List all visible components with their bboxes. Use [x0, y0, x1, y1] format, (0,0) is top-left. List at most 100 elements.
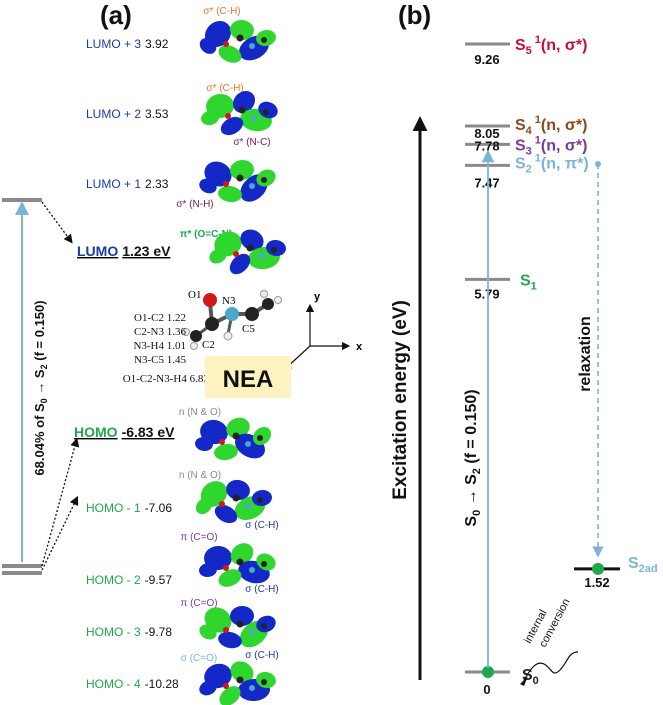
state-label-s1: S1 [520, 272, 537, 292]
orbital-atom [223, 181, 229, 187]
atom-h [190, 342, 198, 350]
orbital-lobe [209, 248, 227, 264]
orbital-lobe [230, 605, 254, 627]
orbital-atom [223, 41, 229, 47]
ground-state-marker [482, 666, 494, 678]
atom-label-n3: N3 [222, 295, 236, 307]
atom-h [260, 290, 268, 298]
orbital-atom [223, 565, 229, 571]
char-lumo2: σ* (C-H) [206, 83, 243, 94]
absorption-label: S0 → S2 (f = 0.150) [463, 389, 483, 526]
geometry-c2-n3: C2-N3 1.36 [134, 326, 186, 338]
molecule-name-box [205, 356, 291, 398]
orbital-atom [219, 501, 225, 507]
char-homo4-a: σ (C=O) [181, 653, 217, 664]
orbital-lobe [230, 19, 254, 41]
orbital-lobe [220, 116, 244, 136]
orbital-lobe [199, 624, 217, 640]
energy-value-s1: 5.79 [474, 286, 499, 301]
relaxation-start-dot [595, 161, 601, 167]
orbital-atom [249, 43, 255, 49]
internal-conversion-arrowhead [520, 676, 528, 686]
atom-label-o1: O1 [188, 289, 201, 301]
orbital-atom [261, 37, 267, 43]
geometry-dihedral: O1-C2-N3-H4 6.83 ° [123, 373, 216, 385]
char-homo3-a: π (C=O) [180, 598, 217, 609]
orbital-character-labels: σ* (C-H) σ* (C-H) σ* (N-C) σ* (N-H) π* (… [176, 6, 278, 664]
orbital-label-homo: HOMO-6.83 eV [74, 424, 175, 440]
energy-value-s5: 9.26 [474, 52, 499, 67]
orbital-atom [219, 439, 225, 445]
relaxation-label: relaxation [577, 316, 594, 392]
orbital-images [195, 19, 286, 705]
y-axis-label: y [314, 291, 321, 303]
state-label-s2: S21(n, π*) [515, 152, 589, 175]
orbital-lobe [226, 417, 250, 439]
orbital-lobe [229, 253, 251, 275]
orbital-image-homo3 [199, 605, 276, 649]
state-label-s0: S0 [522, 667, 539, 687]
orbital-atom [259, 253, 265, 259]
energy-axis-label: Excitation energy (eV) [390, 300, 411, 500]
orbital-lobe [230, 661, 254, 683]
orbital-image-lumo [209, 229, 286, 275]
orbital-atom [236, 558, 244, 566]
orbital-lobe [218, 631, 242, 649]
char-homo3-b: σ (C-H) [245, 584, 278, 595]
energy-value-s3: 7.78 [474, 138, 499, 153]
orbital-lobe [218, 185, 242, 203]
orbital-atom [236, 676, 244, 684]
orbital-atom [261, 561, 267, 567]
geometry-parameters: O1-C2 1.22 C2-N3 1.36 N3-H4 1.01 N3-C5 1… [123, 312, 216, 385]
transition-percentage-label: 68.04% of S0 → S2 (f = 0.150) [32, 300, 49, 475]
molecule-name: NEA [223, 366, 274, 393]
orbital-atom [257, 497, 263, 503]
atom-h [274, 296, 282, 304]
internal-conversion-wave [523, 651, 579, 681]
s2ad-marker [592, 562, 604, 575]
orbital-lobe [240, 229, 264, 251]
state-label-s5: S51(n, σ*) [515, 34, 587, 57]
orbital-image-lumo3 [199, 19, 276, 63]
orbital-atom [233, 251, 239, 257]
orbital-atom [271, 247, 277, 253]
orbital-lobe [232, 90, 256, 114]
atom-c6 [262, 298, 274, 310]
orbital-atom [249, 183, 255, 189]
orbital-atom [232, 432, 240, 440]
orbital-lobe [218, 45, 242, 63]
orbital-image-homo1 [195, 479, 272, 524]
orbital-atom [249, 685, 255, 691]
geometry-n3-c5: N3-C5 1.45 [134, 354, 186, 366]
orbital-lobe [219, 686, 241, 705]
state-label-s3: S31(n, σ*) [515, 134, 587, 157]
orbital-image-homo4 [199, 661, 276, 705]
char-lumo1: σ* (N-H) [176, 199, 213, 210]
orbital-atom [245, 441, 251, 447]
orbital-lobe [199, 562, 217, 578]
orbital-lobe [195, 436, 213, 452]
char-homo: n (N & O) [179, 407, 221, 418]
orbital-atom [236, 620, 244, 628]
orbital-label-homo3: HOMO - 3-9.78 [86, 625, 172, 639]
energy-value-s2: 7.47 [474, 175, 499, 190]
char-homo2-a: π (C=O) [180, 532, 217, 543]
orbital-atom [246, 244, 254, 252]
state-label-s4: S41(n, σ*) [515, 114, 587, 137]
atom-label-c2: C2 [202, 339, 215, 351]
orbital-atom [249, 567, 255, 573]
atom-c-methyl [190, 330, 202, 342]
homo1-dotted-connector [41, 495, 79, 571]
orbital-label-homo2: HOMO - 2-9.57 [86, 573, 172, 587]
char-lumo: π* (O=C-N) [180, 229, 232, 240]
orbital-lobe [195, 497, 213, 515]
atom-o1 [203, 293, 217, 307]
orbital-atom [236, 34, 244, 42]
orbital-atom [257, 435, 263, 441]
char-homo4-b: σ (C-H) [245, 650, 278, 661]
energy-value-s4: 8.05 [474, 126, 499, 141]
